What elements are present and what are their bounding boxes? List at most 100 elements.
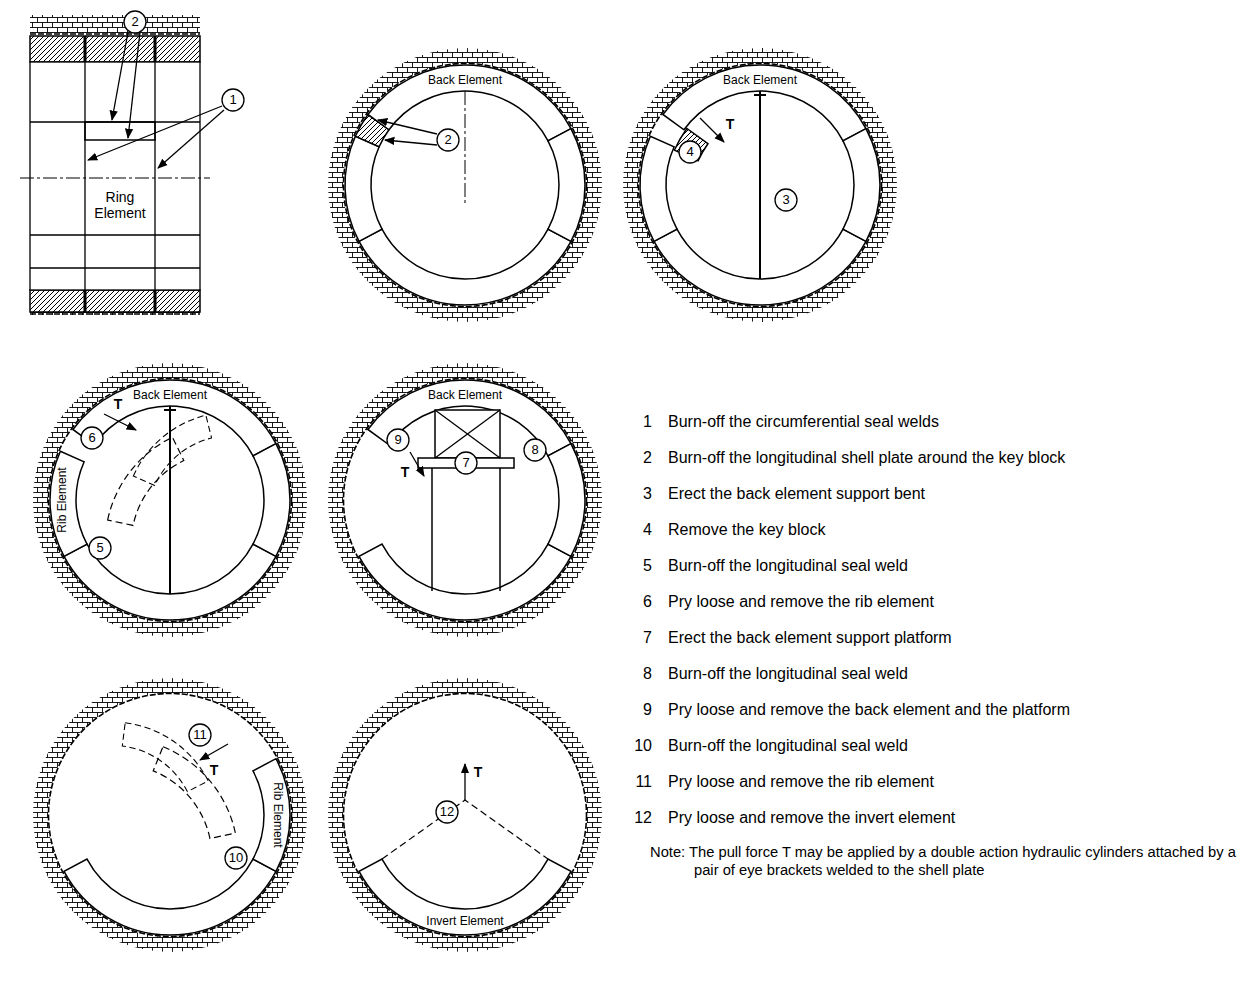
force-label: T	[114, 396, 123, 412]
callout-number: 11	[193, 728, 207, 743]
step-number: 8	[643, 665, 652, 683]
callout-circle	[225, 847, 247, 869]
step-number: 6	[643, 593, 652, 611]
liner-element	[368, 65, 571, 141]
force-label: T	[401, 464, 410, 480]
element-label: Rib Element	[270, 782, 284, 847]
centerline	[465, 91, 466, 205]
element-label: Back Element	[723, 74, 797, 88]
excavation-line	[344, 379, 587, 622]
support-bent	[754, 94, 766, 96]
step-number: 3	[643, 485, 652, 503]
callout-number: 10	[229, 851, 243, 866]
liner-element	[640, 136, 677, 241]
liner-element	[64, 859, 276, 935]
callout-number: 9	[394, 433, 401, 448]
excavation-line	[639, 64, 882, 307]
step-text: Burn-off the longitudinal shell plate ar…	[668, 449, 1065, 467]
element-label: Back Element	[428, 389, 502, 403]
leader-line	[128, 32, 140, 138]
step-text: Pry loose and remove the rib element	[668, 773, 934, 791]
callout-circle	[189, 724, 211, 746]
step-text: Burn-off the longitudinal seal weld	[668, 665, 908, 683]
tunnel-ring	[328, 678, 602, 952]
callout-number: 8	[531, 443, 538, 458]
step-number: 10	[634, 737, 652, 755]
liner-element	[345, 136, 382, 241]
liner-element	[253, 759, 290, 872]
moving-element	[126, 408, 221, 493]
joint-line	[154, 62, 155, 290]
callout-number: 6	[88, 431, 95, 446]
leader-line	[112, 32, 128, 120]
liner-element	[359, 229, 571, 305]
step-text: Pry loose and remove the rib element	[668, 593, 934, 611]
step-number: 9	[643, 701, 652, 719]
liner-element	[548, 129, 585, 242]
callout-number: 1	[229, 93, 236, 108]
excavation-line	[49, 694, 292, 937]
joint-line	[84, 290, 87, 312]
callout-number: 7	[462, 456, 469, 471]
ground-hatch	[33, 363, 307, 637]
element-label: Invert Element	[426, 915, 503, 929]
ground-hatch	[328, 48, 602, 322]
leader-line	[378, 120, 437, 134]
excavation-line	[344, 694, 587, 937]
pull-arrow	[464, 764, 465, 800]
platform-leg	[499, 468, 501, 591]
ground-hatch	[328, 363, 602, 637]
tunnel-ring	[328, 48, 602, 322]
liner-element	[253, 444, 290, 557]
step-number: 5	[643, 557, 652, 575]
ground-hatch	[328, 678, 602, 952]
tunnel-ring	[328, 363, 602, 637]
joint-line	[84, 62, 85, 290]
step-text: Burn-off the circumferential seal welds	[668, 413, 939, 431]
callout-number: 4	[686, 145, 693, 160]
step-number: 4	[643, 521, 652, 539]
pull-arrow	[200, 744, 228, 760]
sling-line	[382, 800, 548, 859]
ground-hatch	[623, 48, 897, 322]
step-number: 12	[634, 809, 652, 827]
joint-line	[154, 36, 157, 62]
callout-circle	[222, 89, 244, 111]
force-label: T	[474, 764, 483, 780]
moving-element	[97, 430, 193, 534]
leader-line	[158, 110, 224, 168]
element-label: Ring Element	[88, 189, 152, 221]
liner-element	[663, 65, 866, 141]
joint-line	[30, 267, 200, 268]
callout-number: 12	[440, 805, 454, 820]
step-text: Burn-off the longitudinal seal weld	[668, 557, 908, 575]
step-number: 1	[643, 413, 652, 431]
ground-hatch	[33, 678, 307, 952]
joint-line	[30, 121, 200, 122]
step-text: Pry loose and remove the invert element	[668, 809, 955, 827]
force-label: T	[210, 762, 219, 778]
leader-line	[88, 106, 222, 160]
pull-arrow	[104, 414, 136, 430]
callout-circle	[679, 141, 701, 163]
excavation-line	[30, 313, 200, 315]
liner-element	[359, 859, 571, 935]
liner-element	[73, 380, 276, 456]
liner-element	[843, 129, 880, 242]
callout-circle	[124, 11, 146, 33]
note: Note: The pull force T may be applied by…	[650, 843, 1248, 880]
tunnel-ring	[33, 363, 307, 637]
joint-line	[84, 36, 87, 62]
platform-leg	[431, 468, 433, 591]
excavation-line	[30, 33, 200, 35]
centerline	[20, 178, 210, 179]
tunnel-ring	[33, 678, 307, 952]
callout-circle	[524, 439, 546, 461]
joint-line	[30, 234, 200, 235]
support-bent	[759, 91, 761, 279]
pull-arrow	[410, 452, 424, 476]
longitudinal-section	[30, 15, 200, 315]
platform-brace	[435, 410, 500, 458]
callout-circle	[437, 129, 459, 151]
step-text: Remove the key block	[668, 521, 825, 539]
